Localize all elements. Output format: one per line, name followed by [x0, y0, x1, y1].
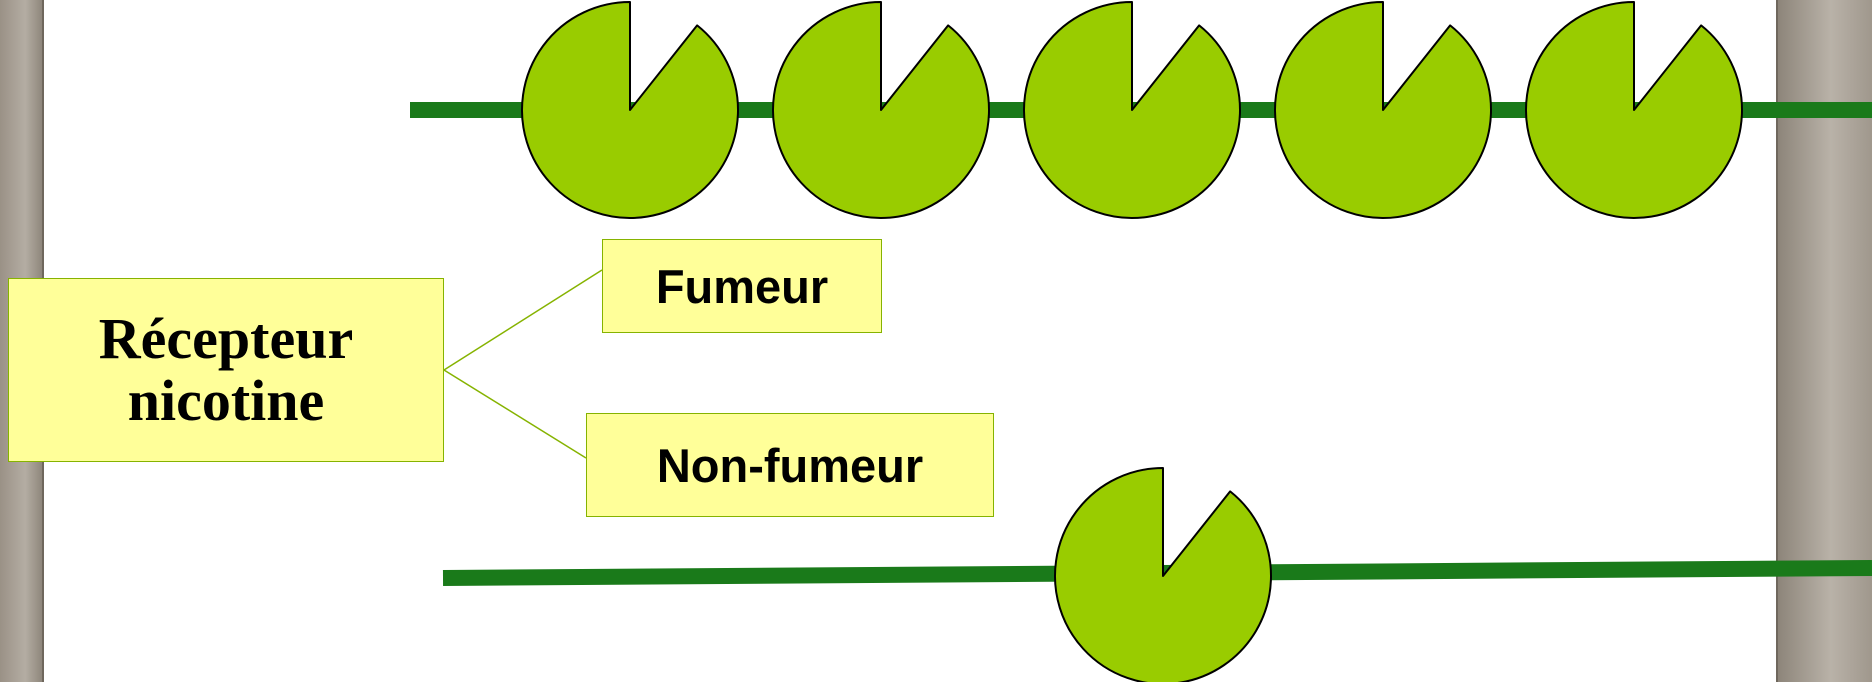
non-smoker-connector-line [443, 369, 587, 459]
smoker-label-box: Fumeur [602, 239, 882, 333]
smoker-connector-line [443, 269, 603, 371]
smoker-label: Fumeur [655, 259, 829, 313]
non-smoker-label-box: Non-fumeur [586, 413, 994, 517]
smoker-receptor-icon [772, 1, 990, 219]
non-smoker-label: Non-fumeur [656, 438, 924, 492]
receptor-label-box: Récepteur nicotine [8, 278, 444, 462]
smoker-receptor-icon [1525, 1, 1743, 219]
non-smoker-membrane-group [442, 467, 1872, 682]
receptor-label: Récepteur nicotine [98, 306, 354, 433]
smoker-receptor-icon [521, 1, 739, 219]
smoker-membrane-group [410, 1, 1872, 219]
smoker-receptor-icon [1023, 1, 1241, 219]
smoker-receptor-icon [1274, 1, 1492, 219]
label-connectors [443, 269, 603, 459]
non-smoker-receptor-icon [1054, 467, 1272, 682]
